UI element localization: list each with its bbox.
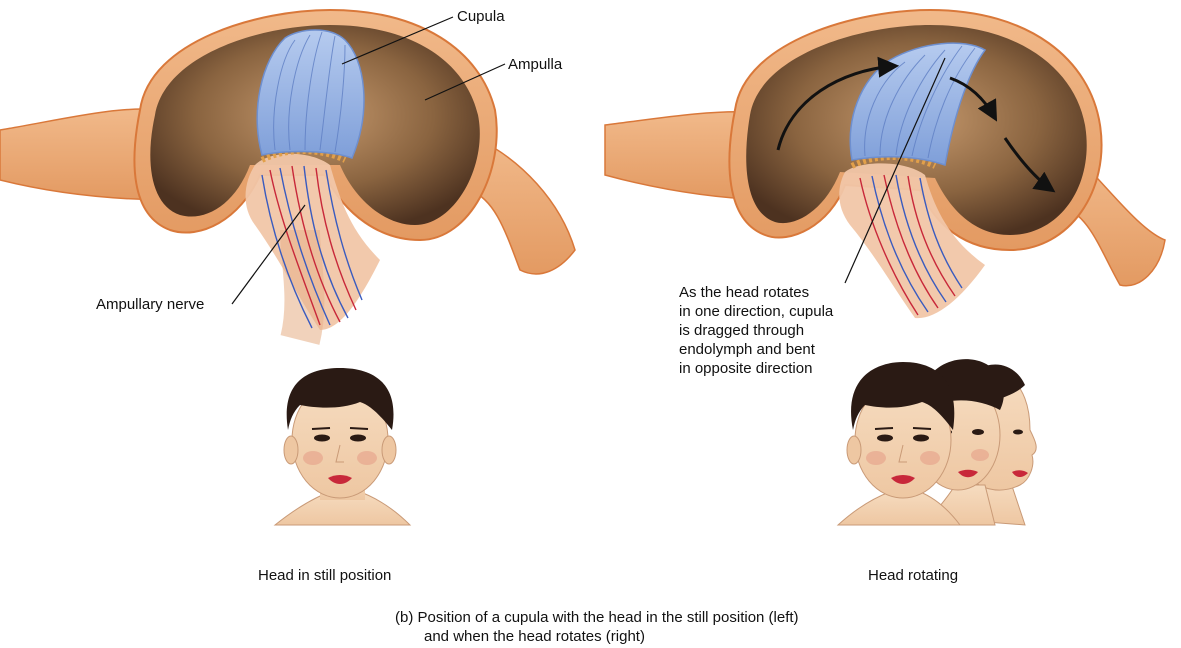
ampulla-left: [0, 10, 575, 340]
panel-title-rotating: Head rotating: [868, 566, 958, 585]
rotation-note-line: is dragged through: [679, 321, 879, 340]
head-still-illustration: [275, 368, 410, 525]
panel-title-still: Head in still position: [258, 566, 391, 585]
label-ampulla: Ampulla: [508, 55, 562, 74]
caption-line-2: and when the head rotates (right): [395, 627, 915, 646]
rotation-note-line: endolymph and bent: [679, 340, 879, 359]
label-cupula: Cupula: [457, 7, 505, 26]
label-rotation-note: As the head rotates in one direction, cu…: [679, 283, 879, 378]
figure-caption: (b) Position of a cupula with the head i…: [395, 608, 915, 646]
rotation-note-line: in opposite direction: [679, 359, 879, 378]
caption-line-1: (b) Position of a cupula with the head i…: [395, 608, 915, 627]
rotation-note-line: in one direction, cupula: [679, 302, 879, 321]
head-rotating-illustration: [838, 359, 1036, 525]
rotation-note-line: As the head rotates: [679, 283, 879, 302]
ampulla-right: [605, 10, 1165, 318]
label-ampullary-nerve: Ampullary nerve: [96, 295, 204, 314]
